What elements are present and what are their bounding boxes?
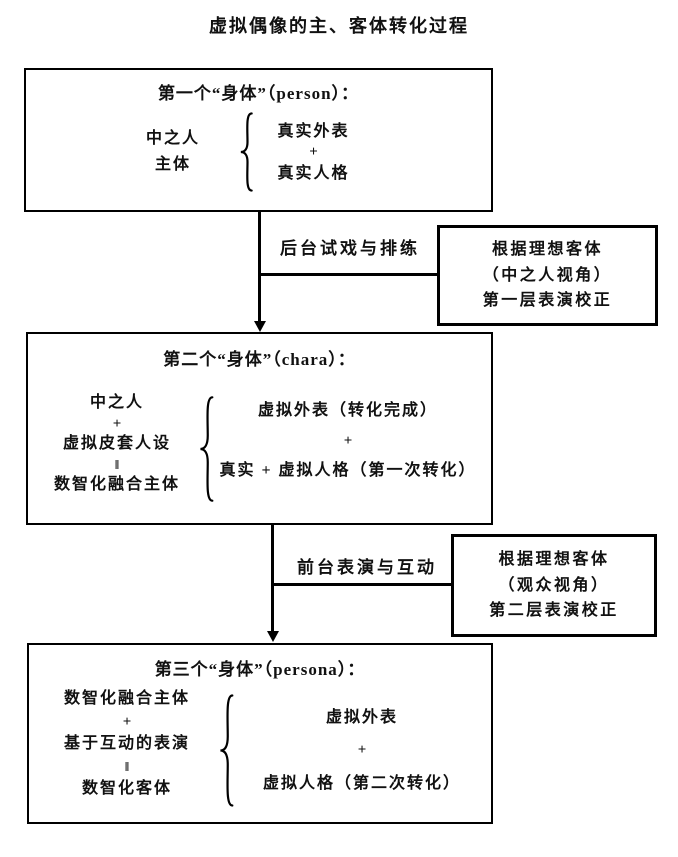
note-1-line: （中之人视角） — [482, 266, 613, 284]
correction-note-1: 根据理想客体 （中之人视角） 第一层表演校正 — [437, 225, 658, 326]
stage-2-left-line: 数智化融合主体 — [53, 476, 180, 493]
connector-1-branch-line — [258, 273, 437, 276]
stage-1-right-column: 真实外表 + 真实人格 — [261, 121, 366, 184]
stage-2-right-column: 虚拟外表（转化完成） + 真实 + 虚拟人格（第一次转化） — [213, 396, 483, 486]
note-1-line: 第一层表演校正 — [482, 292, 613, 310]
transition-2-label: 前台表演与互动 — [297, 558, 437, 577]
stage-1-right-line: 真实人格 — [277, 165, 350, 182]
stage-box-persona: 第三个“身体”（persona）： 数智化融合主体 + 基于互动的表演 ‖ 数智… — [27, 643, 493, 824]
stage-2-left-column: 中之人 + 虚拟皮套人设 ‖ 数智化融合主体 — [42, 393, 192, 496]
stage-box-person: 第一个“身体”（person）： 中之人 主体 真实外表 + 真实人格 — [24, 68, 493, 212]
stage-2-left-line: 虚拟皮套人设 — [62, 435, 171, 452]
plus-sign: + — [357, 742, 367, 758]
plus-sign: + — [309, 144, 318, 160]
stage-1-right-line: 真实外表 — [277, 123, 350, 140]
stage-3-left-column: 数智化融合主体 + 基于互动的表演 ‖ 数智化客体 — [47, 688, 207, 801]
note-2-line: 第二层表演校正 — [489, 602, 619, 620]
stage-3-left-line: 数智化客体 — [81, 780, 172, 797]
stage-3-left-line: 基于互动的表演 — [63, 735, 190, 752]
equals-sign: ‖ — [114, 456, 120, 472]
stage-3-right-line: 虚拟人格（第二次转化） — [262, 775, 461, 792]
stage-3-heading: 第三个“身体”（persona）： — [154, 660, 366, 679]
note-2-line: 根据理想客体 — [498, 550, 610, 568]
note-1-line: 根据理想客体 — [491, 240, 603, 258]
equals-sign: ‖ — [124, 758, 130, 774]
stage-1-left-line: 主体 — [154, 156, 191, 173]
connector-1-line — [258, 212, 261, 324]
stage-2-heading: 第二个“身体”（chara）： — [163, 350, 356, 369]
plus-sign: + — [112, 415, 122, 432]
stage-2-right-line: 虚拟外表（转化完成） — [257, 402, 438, 419]
note-2-line: （观众视角） — [498, 576, 610, 594]
plus-sign: + — [122, 713, 132, 730]
connector-2-arrow-down-icon — [266, 631, 279, 642]
connector-2-branch-line — [271, 583, 451, 586]
connector-2-line — [271, 525, 274, 632]
stage-3-right-column: 虚拟外表 + 虚拟人格（第二次转化） — [237, 701, 487, 800]
connector-1-arrow-down-icon — [253, 321, 266, 332]
stage-1-left-line: 中之人 — [145, 130, 200, 147]
stage-box-chara: 第二个“身体”（chara）： 中之人 + 虚拟皮套人设 ‖ 数智化融合主体 虚… — [26, 332, 493, 525]
plus-sign: + — [343, 433, 353, 449]
diagram-title: 虚拟偶像的主、客体转化过程 — [209, 16, 469, 36]
brace-icon — [214, 692, 236, 809]
brace-icon — [235, 111, 255, 193]
stage-2-left-line: 中之人 — [89, 394, 144, 411]
stage-3-left-line: 数智化融合主体 — [63, 690, 190, 707]
correction-note-2: 根据理想客体 （观众视角） 第二层表演校正 — [451, 534, 657, 637]
stage-3-right-line: 虚拟外表 — [325, 709, 398, 726]
stage-1-heading: 第一个“身体”（person）： — [157, 84, 360, 103]
transition-1-label: 后台试戏与排练 — [280, 239, 420, 258]
stage-1-left-column: 中之人 主体 — [113, 126, 233, 178]
stage-2-right-line: 真实 + 虚拟人格（第一次转化） — [219, 462, 477, 479]
brace-icon — [194, 394, 216, 504]
